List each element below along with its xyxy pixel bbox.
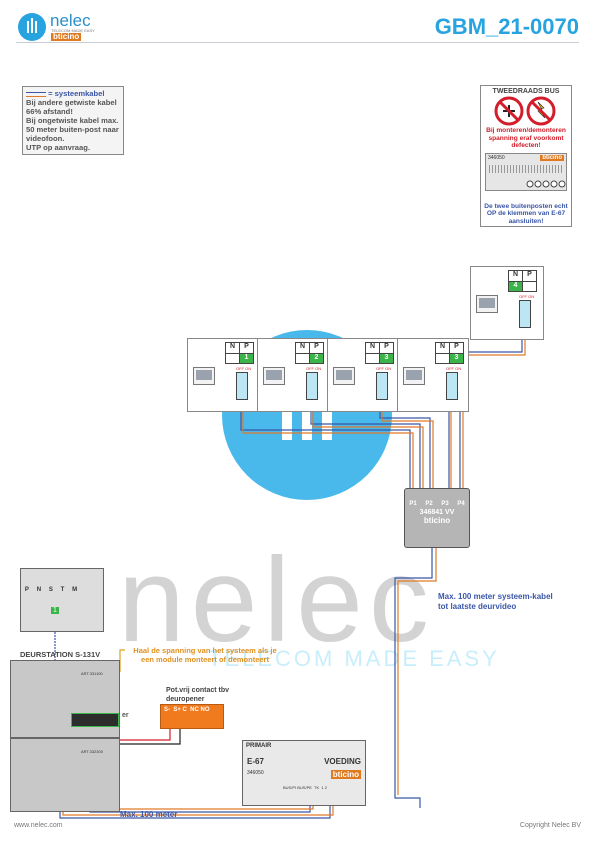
- bus-module-code: 346050: [488, 154, 505, 161]
- switch-4: OFF ON: [446, 366, 462, 371]
- switch-2: OFF ON: [306, 366, 322, 371]
- monitor-screen-1: [193, 367, 215, 385]
- monitor-screen-4: [403, 367, 425, 385]
- cable-note: = systeemkabel Bij andere getwiste kabel…: [22, 86, 124, 155]
- terminal-block-4: [446, 372, 458, 400]
- switch-3: OFF ON: [376, 366, 392, 371]
- bus-terminals: [526, 180, 566, 187]
- distributor-code: 346841: [419, 509, 444, 516]
- doorstation-module-top: ART.331100: [10, 660, 120, 738]
- watermark-tagline: TELECOM MADE EASY: [208, 646, 500, 671]
- max-100-label: Max. 100 meter: [120, 810, 178, 819]
- terminal-block-1: [236, 372, 248, 400]
- distributor-ports: P1 P2 P3 P4: [409, 501, 465, 507]
- bus-module-vents: [489, 164, 563, 173]
- switch-5: OFF ON: [519, 294, 535, 299]
- note-line-3: UTP op aanvraag.: [26, 143, 91, 152]
- panel-value: 1: [51, 607, 59, 614]
- bus-title: TWEEDRAADS BUS: [492, 88, 560, 95]
- bus-module: 346050 bticino: [485, 152, 567, 191]
- power-supply: PRIMAIR E-67 VOEDING 346050 bticino BUS/PI…: [242, 740, 366, 806]
- footer-copyright: Copyright Nelec BV: [519, 822, 581, 829]
- p-value-3: 3: [380, 354, 393, 363]
- power-primary: PRIMAIR: [246, 743, 272, 749]
- monitor-screen-5: [476, 295, 498, 313]
- footer-url[interactable]: www.nelec.com: [14, 822, 63, 829]
- p-value-1: 1: [240, 354, 253, 363]
- power-code: 346050: [247, 770, 264, 776]
- doorstation-module-bottom: ART.332300: [10, 738, 120, 812]
- terminal-block-3: [376, 372, 388, 400]
- distributor-brand: bticino: [423, 516, 451, 525]
- brand-tagline: TELECOM MADE EASY: [51, 28, 95, 33]
- bus-bottom-note: De twee buitenposten echt OP de klemmen …: [484, 202, 568, 225]
- relay-title: Pot.vrij contact tbv deuropener: [166, 687, 230, 703]
- terminal-block-2: [306, 372, 318, 400]
- doorstation-label: DEURSTATION S-131V: [20, 650, 101, 659]
- er-label: er: [122, 712, 129, 719]
- note-line-2: Bij ongetwiste kabel max. 50 meter buite…: [26, 116, 119, 143]
- bus-module-brand: bticino: [540, 154, 564, 161]
- p-value-4: 3: [450, 354, 463, 363]
- monitor-screen-3: [333, 367, 355, 385]
- max-100-system-label: Max. 100 meter systeem-kabel tot laatste…: [438, 592, 553, 611]
- power-terminals: BUS/PI BUS/PE TK 1 2: [283, 785, 327, 790]
- distributor-type: VV: [444, 509, 455, 516]
- module-keypad: [71, 713, 119, 727]
- relay-terminals: S- S+ C NC NO: [164, 707, 210, 713]
- power-brand: bticino: [330, 770, 361, 779]
- doc-id: GBM_21-0070: [434, 14, 579, 39]
- relay-module: S- S+ C NC NO: [160, 704, 224, 729]
- note-line-1: Bij andere getwiste kabel 66% afstand!: [26, 98, 117, 116]
- terminal-block-5: [519, 300, 531, 328]
- power-function: VOEDING: [324, 757, 361, 766]
- module-code-top: ART.331100: [81, 671, 103, 676]
- power-note: Haal de spanning van het systeem als je …: [133, 646, 277, 664]
- power-name: E-67: [247, 757, 264, 766]
- switch-1: OFF ON: [236, 366, 252, 371]
- distributor: P1 P2 P3 P4 346841 VV bticino: [404, 488, 470, 548]
- p-value-2: 2: [310, 354, 323, 363]
- brand-name: nelec: [50, 11, 91, 30]
- watermark-nelec: nelec: [118, 533, 435, 667]
- bus-box: TWEEDRAADS BUS Bij monteren/demonteren s…: [480, 85, 572, 227]
- logo-icon: [27, 18, 37, 33]
- p-value-5: 4: [509, 282, 523, 291]
- header-divider: [16, 42, 579, 43]
- module-code-bottom: ART.332300: [81, 749, 103, 754]
- cable-legend: = systeemkabel: [26, 89, 120, 98]
- monitor-screen-2: [263, 367, 285, 385]
- no-power-icon: [494, 96, 556, 126]
- partner-logo: bticino: [51, 32, 82, 41]
- bus-warning: Bij monteren/demonteren spanning eraf vo…: [486, 127, 566, 149]
